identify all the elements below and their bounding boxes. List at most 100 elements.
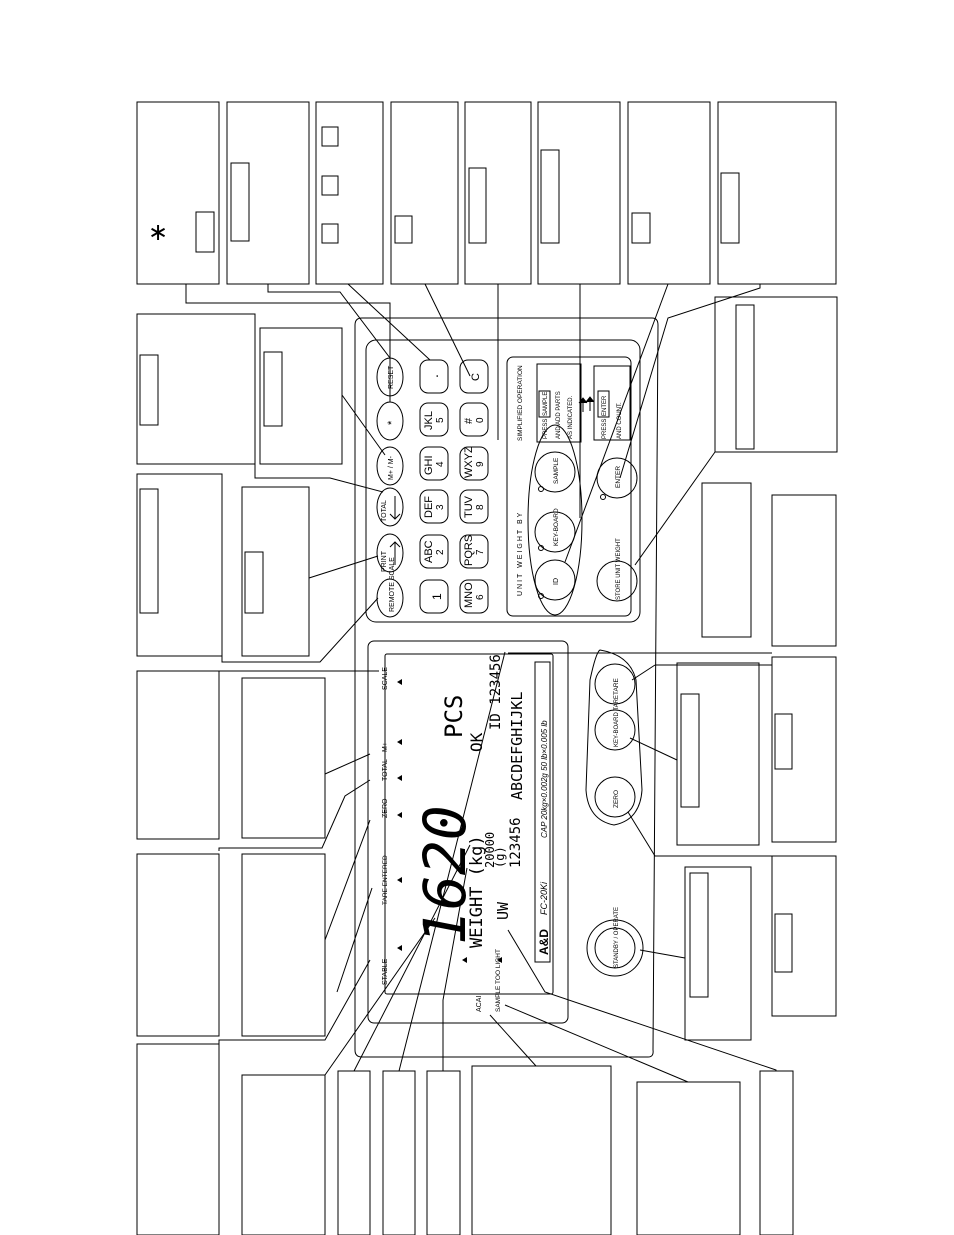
id-key[interactable] bbox=[534, 559, 576, 601]
key-5-main: 5 bbox=[435, 417, 446, 423]
total-key[interactable] bbox=[376, 487, 404, 527]
print-key[interactable] bbox=[376, 533, 404, 573]
callout-inner-sample bbox=[468, 167, 487, 244]
simplified-step2-key: ENTER bbox=[602, 395, 608, 416]
standby-operate-key[interactable] bbox=[594, 927, 636, 969]
key-3[interactable] bbox=[419, 489, 449, 524]
id-value: ID 123456 bbox=[488, 654, 504, 730]
tare-group-outline bbox=[585, 649, 643, 826]
key-dot[interactable] bbox=[419, 359, 449, 394]
callout-inner-keyboard bbox=[540, 149, 560, 244]
readout-ok: OK bbox=[467, 732, 486, 752]
alpha-line: ABCDEFGHIJKL bbox=[508, 692, 526, 800]
capacity-text: CAP 20kg×0.002g 50 lb×0.005 lb bbox=[540, 720, 549, 838]
callout-box-pcs bbox=[382, 1070, 416, 1235]
enter-key[interactable] bbox=[596, 457, 638, 499]
simplified-step1-line2: AND ADD PARTS bbox=[556, 391, 562, 439]
simplified-step1-press: PRESS bbox=[543, 419, 549, 439]
instruction-box-enter bbox=[593, 365, 631, 441]
key-0-main: 0 bbox=[475, 417, 486, 423]
callout-box-mplus bbox=[259, 327, 343, 465]
key-8[interactable] bbox=[459, 489, 489, 524]
key-0[interactable] bbox=[459, 402, 489, 437]
indicator-triangles bbox=[397, 679, 502, 963]
indicator-zero: ZERO bbox=[382, 798, 389, 818]
callout-box-store bbox=[714, 296, 838, 453]
tare-key-label: TARE bbox=[613, 677, 620, 695]
standby-operate-outer bbox=[586, 919, 644, 977]
callout-box-stable bbox=[136, 1043, 220, 1235]
lcd-window bbox=[384, 653, 554, 995]
callout-inner-standby bbox=[689, 872, 709, 998]
brand-logo: A&D bbox=[537, 929, 551, 955]
model-name: FC-20Ki bbox=[539, 881, 549, 915]
simplified-step2-press: PRESS bbox=[602, 419, 608, 439]
key-label-box-sample bbox=[538, 390, 551, 418]
weight-value: 20000 bbox=[483, 832, 497, 868]
callout-box-total bbox=[136, 313, 256, 465]
callout-box-unit2 bbox=[771, 494, 837, 647]
callout-inner-kbtare bbox=[680, 693, 700, 808]
key-8-main: 8 bbox=[475, 504, 486, 510]
callout-box-ok bbox=[337, 1070, 371, 1235]
callout-box-zero bbox=[771, 855, 837, 1017]
key-4-sub: GHI bbox=[423, 455, 435, 475]
key-6-main: 6 bbox=[475, 594, 486, 600]
simplified-title: SIMPLIFIED OPERATION bbox=[517, 365, 524, 441]
callout-box-tare bbox=[771, 656, 837, 843]
key-2[interactable] bbox=[419, 534, 449, 569]
uw-label: UW bbox=[494, 901, 512, 920]
callout-box-standby bbox=[684, 866, 752, 1041]
keyboard-tare-key[interactable] bbox=[594, 709, 636, 751]
mplus-key[interactable] bbox=[376, 446, 404, 486]
uw-value: 123456 bbox=[508, 817, 524, 868]
led-keyboard bbox=[538, 545, 544, 551]
unit-pcs: PCS bbox=[440, 695, 468, 738]
key-1[interactable] bbox=[419, 579, 449, 614]
key-9[interactable] bbox=[459, 446, 489, 481]
key-7[interactable] bbox=[459, 534, 489, 569]
callout-box-c bbox=[390, 101, 459, 285]
sample-key[interactable] bbox=[534, 451, 576, 493]
keyboard-key-label: KEY-BOARD bbox=[553, 508, 560, 546]
remote-scale-key[interactable] bbox=[376, 578, 404, 618]
indicator-scale: SCALE bbox=[382, 667, 389, 690]
led-enter bbox=[600, 494, 606, 500]
callout-inner-reset bbox=[230, 162, 250, 242]
callout-box-weight bbox=[426, 1070, 461, 1235]
callout-box-print bbox=[241, 486, 310, 657]
key-c[interactable] bbox=[459, 359, 489, 394]
callout-box-acai bbox=[471, 1065, 612, 1235]
tare-key[interactable] bbox=[594, 663, 636, 705]
callout-box-uw bbox=[759, 1070, 794, 1235]
remote-scale-label: REMOTE SCALE bbox=[389, 557, 396, 612]
callout-box-id bbox=[627, 101, 711, 285]
callout-inner-print bbox=[244, 551, 264, 614]
reset-label: RESET bbox=[388, 365, 395, 389]
callout-box-reset bbox=[226, 101, 310, 285]
mplus-label: M+ / M- bbox=[388, 455, 395, 480]
key-5[interactable] bbox=[419, 402, 449, 437]
callout-inner-total bbox=[139, 354, 159, 426]
display-panel bbox=[367, 640, 569, 1024]
keyboard-key[interactable] bbox=[534, 511, 576, 553]
sample-key-group bbox=[527, 424, 583, 616]
callout-inner-key1 bbox=[321, 126, 339, 147]
callout-inner-tare bbox=[774, 713, 793, 770]
standby-key-label: STANDBY / OPERATE bbox=[614, 907, 620, 968]
key-6[interactable] bbox=[459, 579, 489, 614]
callout-inner-enter bbox=[720, 172, 740, 244]
zero-key[interactable] bbox=[594, 776, 636, 818]
callout-box-kbtare bbox=[676, 662, 760, 846]
scale-outer-body bbox=[354, 317, 659, 1058]
model-strip bbox=[534, 661, 551, 963]
keyboard-tare-key-label: KEY-BOARD TARE bbox=[614, 695, 620, 747]
led-sample bbox=[538, 486, 544, 492]
total-label: TOTAL bbox=[381, 500, 388, 522]
star-label: * bbox=[386, 420, 398, 425]
key-4[interactable] bbox=[419, 446, 449, 481]
callout-box-enter bbox=[717, 101, 837, 285]
store-unit-weight-key[interactable] bbox=[596, 560, 638, 602]
arrow-enter bbox=[585, 396, 595, 411]
